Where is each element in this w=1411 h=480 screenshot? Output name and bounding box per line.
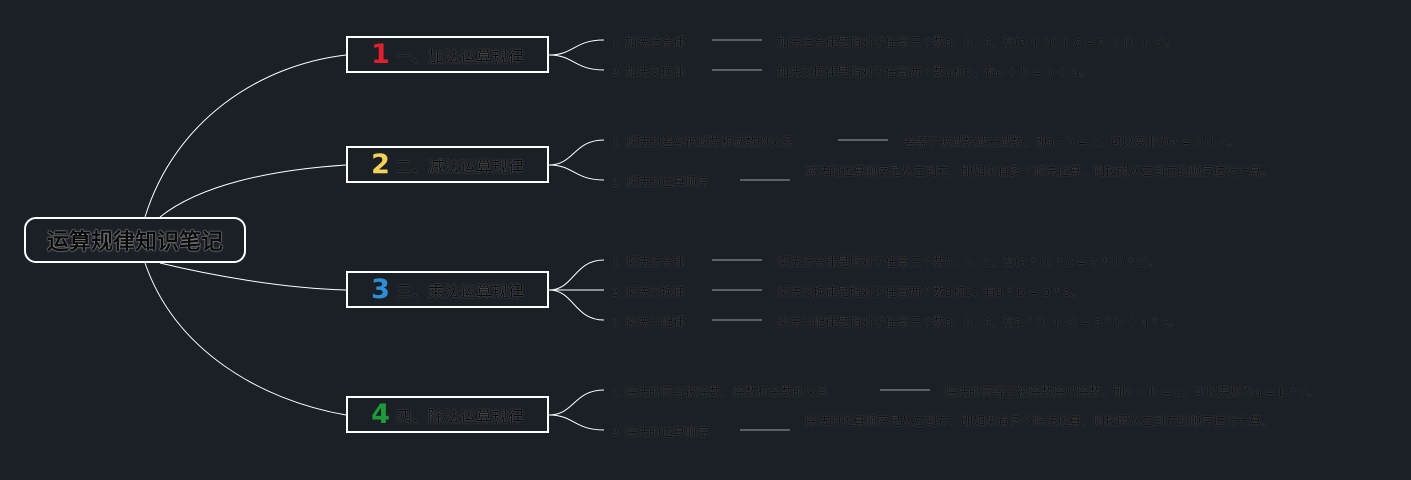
leaf-number: 1. (612, 135, 621, 149)
connector-branch-2-leaf-2 (548, 164, 605, 181)
connector-branch-1-leaf-2 (548, 54, 605, 71)
branch-division[interactable]: 4 四、除法运算规律 (346, 396, 549, 433)
leaf-multiplication-commutative[interactable]: 2. 乘法交换律 (612, 283, 685, 300)
connector-branch-4-leaf-2 (548, 414, 605, 431)
leaf-label: 除法的运算顺序 (624, 425, 709, 439)
leaf-label: 减法的差与被减数和减数的关系 (624, 135, 793, 149)
leaf-number: 1. (612, 255, 621, 269)
leaf-label: 乘法交换律 (624, 285, 685, 299)
connector-branch-3-leaf-3 (548, 289, 605, 321)
leaf-number: 2. (612, 285, 621, 299)
branch-multiplication[interactable]: 3 三、乘法运算规律 (346, 271, 549, 308)
connector-branch-4-leaf-1 (548, 389, 605, 416)
connector-root-branch-1 (144, 54, 347, 218)
leaf-description: 减法的运算顺序是从左到右，即如果有多个减法运算，则按照从左到右的顺序进行计算。 (805, 164, 1274, 178)
leaf-division-relation[interactable]: 1. 除法的商与被除数、除数和余数的关系 (612, 383, 829, 400)
connector-branch-2-leaf-1 (548, 139, 605, 166)
leaf-multiplication-distributive[interactable]: 3. 乘法分配律 (612, 313, 685, 330)
root-node[interactable]: 运算规律知识笔记 (24, 217, 246, 263)
leaf-label: 加法结合律 (624, 35, 685, 49)
leaf-number: 1. (612, 385, 621, 399)
branch-label: 四、除法运算规律 (395, 406, 524, 426)
branch-number-icon: 2 (371, 149, 390, 180)
connector-root-branch-3 (159, 262, 347, 291)
leaf-subtraction-order[interactable]: 2. 减法的运算顺序 (612, 173, 709, 190)
leaf-number: 2. (612, 65, 621, 79)
root-title: 运算规律知识笔记 (46, 230, 223, 255)
connector-root-branch-2 (159, 164, 347, 218)
leaf-addition-commutative[interactable]: 2. 加法交换律 (612, 63, 685, 80)
leaf-label: 加法交换律 (624, 65, 685, 79)
leaf-number: 2. (612, 175, 621, 189)
branch-number-icon: 4 (371, 399, 390, 430)
connector-branch-1-leaf-1 (548, 39, 605, 56)
branch-addition[interactable]: 1 一、加法运算规律 (346, 36, 549, 73)
leaf-description: 乘法交换律是指对于任意两个数a和b，有a * b = b * a。 (777, 285, 1083, 299)
branch-label: 二、减法运算规律 (395, 156, 524, 176)
leaf-number: 1. (612, 35, 621, 49)
leaf-number: 2. (612, 425, 621, 439)
connector-root-branch-4 (144, 262, 347, 416)
leaf-description: 除法的运算顺序是从左到右，即如果有多个除法运算，则按照从左到右的顺序进行计算。 (805, 414, 1274, 428)
branch-label: 一、加法运算规律 (395, 46, 524, 66)
leaf-number: 3. (612, 315, 621, 329)
branch-label: 三、乘法运算规律 (395, 281, 524, 301)
leaf-description: 乘法分配律是指对于任意三个数a、b、c，有a * (b + c) = a * b… (777, 315, 1181, 329)
leaf-label: 乘法分配律 (624, 315, 685, 329)
leaf-description: 差等于被减数减去减数，即a - b = c，可以变形为a = b + c。 (903, 135, 1240, 149)
leaf-addition-associative[interactable]: 1. 加法结合律 (612, 33, 685, 50)
branch-number-icon: 3 (371, 274, 390, 305)
branch-subtraction[interactable]: 2 二、减法运算规律 (346, 146, 549, 183)
leaf-label: 除法的商与被除数、除数和余数的关系 (624, 385, 829, 399)
leaf-label: 减法的运算顺序 (624, 175, 709, 189)
leaf-subtraction-relation[interactable]: 1. 减法的差与被减数和减数的关系 (612, 133, 793, 150)
connector-branch-3-leaf-1 (548, 259, 605, 291)
leaf-label: 乘法结合律 (624, 255, 685, 269)
leaf-description: 加法结合律是指对于任意三个数a、b、c，有(a + b) + c = a + (… (777, 35, 1177, 49)
leaf-division-order[interactable]: 2. 除法的运算顺序 (612, 423, 709, 440)
leaf-description: 乘法结合律是指对于任意三个数a、b、c，有(a * b) * c = a * (… (777, 255, 1161, 269)
leaf-multiplication-associative[interactable]: 1. 乘法结合律 (612, 253, 685, 270)
leaf-description: 除法的商等于被除数除以除数，即a ÷ b = c，可以变形为a = b * c。 (945, 385, 1319, 399)
leaf-description: 加法交换律是指对于任意两个数a和b，有a + b = b + a。 (777, 65, 1091, 79)
branch-number-icon: 1 (371, 39, 390, 70)
